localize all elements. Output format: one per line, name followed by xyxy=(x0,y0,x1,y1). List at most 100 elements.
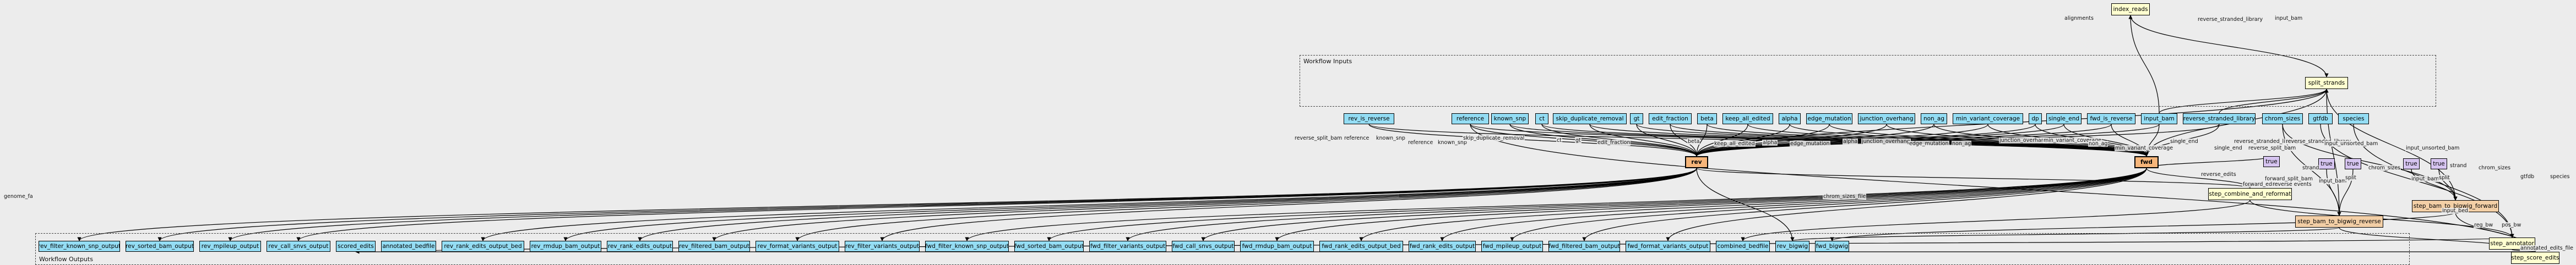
edge-32 xyxy=(1694,124,1988,157)
edge-label-min-variant-coverage-2: min_variant_coverage xyxy=(2115,145,2174,151)
input-keep-all-edited[interactable]: keep_all_edited xyxy=(1722,113,1773,124)
edge-46 xyxy=(77,168,1697,241)
step-fwd[interactable]: fwd xyxy=(2134,156,2159,168)
step-bam-to-bigwig-reverse[interactable]: step_bam_to_bigwig_reverse xyxy=(2295,216,2383,228)
input-species[interactable]: species xyxy=(2338,113,2369,124)
edge-64 xyxy=(1582,168,2147,241)
input-rev-is-reverse[interactable]: rev_is_reverse xyxy=(1344,113,1394,124)
step-combine-and-reformat[interactable]: step_combine_and_reformat xyxy=(2208,188,2292,200)
edge-label-species: species xyxy=(2550,174,2570,180)
edge-label-alpha: alpha xyxy=(1762,140,1778,146)
edge-label-gt: gt xyxy=(1575,137,1582,143)
output-combined-bedfile[interactable]: combined_bedfile xyxy=(1716,241,1770,252)
output-fwd-mpileup[interactable]: fwd_mpileup_output xyxy=(1481,241,1543,252)
edge-66 xyxy=(1696,168,1795,241)
edge-40 xyxy=(1694,124,2160,157)
input-input-bam[interactable]: input_bam xyxy=(2141,113,2177,124)
input-gt[interactable]: gt xyxy=(1630,113,1643,124)
output-fwd-format-variants[interactable]: fwd_format_variants_output xyxy=(1626,241,1710,252)
edge-73 xyxy=(2282,124,2458,201)
output-fwd-rmdup-bam[interactable]: fwd_rmdup_bam_output xyxy=(1240,241,1314,252)
workflow-outputs-label: Workflow Outputs xyxy=(39,256,93,263)
edge-74 xyxy=(2326,169,2341,216)
output-fwd-rank-edits[interactable]: fwd_rank_edits_output xyxy=(1409,241,1476,252)
edge-49 xyxy=(296,168,1697,241)
input-fwd-is-reverse[interactable]: fwd_is_reverse xyxy=(2087,113,2135,124)
edge-label-edit-fraction: edit_fraction xyxy=(1597,140,1631,146)
input-gtfdb[interactable]: gtfdb xyxy=(2308,113,2333,124)
input-dp[interactable]: dp xyxy=(2029,113,2042,124)
output-fwd-bigwig[interactable]: fwd_bigwig xyxy=(1815,241,1849,252)
input-edit-fraction[interactable]: edit_fraction xyxy=(1649,113,1692,124)
output-rev-filtered-bam[interactable]: rev_filtered_bam_output xyxy=(678,241,750,252)
output-rev-sorted-bam[interactable]: rev_sorted_bam_output xyxy=(126,241,194,252)
constant-true-1: true xyxy=(2263,156,2280,167)
constant-true-2: true xyxy=(2318,158,2335,169)
edge-53 xyxy=(712,168,1697,241)
output-fwd-filtered-bam[interactable]: fwd_filtered_bam_output xyxy=(1548,241,1620,252)
edge-label-reverse-split-bam-2: reverse_split_bam xyxy=(2248,145,2297,151)
edge-60 xyxy=(1275,168,2147,241)
workflow-inputs-cluster: Workflow Inputs xyxy=(1300,55,2436,107)
edge-label-input-unsorted-bam-2: input_unsorted_bam xyxy=(2405,145,2460,151)
output-rev-format-variants[interactable]: rev_format_variants_output xyxy=(756,241,839,252)
output-rev-rmdup-bam[interactable]: rev_rmdup_bam_output xyxy=(530,241,601,252)
edge-label-input-bam-top: input_bam xyxy=(2274,15,2303,21)
output-fwd-sorted-bam[interactable]: fwd_sorted_bam_output xyxy=(1014,241,1084,252)
step-score-edits[interactable]: step_score_edits xyxy=(2511,252,2559,264)
edge-label-reference-2: reference xyxy=(1407,140,1434,146)
output-rev-rank-edits[interactable]: rev_rank_edits_output xyxy=(607,241,673,252)
input-single-end[interactable]: single_end xyxy=(2046,113,2082,124)
edge-18 xyxy=(1670,124,1699,157)
output-scored-edits[interactable]: scored_edits xyxy=(336,241,376,252)
edge-30 xyxy=(1694,124,1934,157)
edge-2 xyxy=(2159,89,2329,114)
edge-label-alignments: alignments xyxy=(2064,15,2094,21)
edge-label-single-end-2: single_end xyxy=(2214,145,2243,151)
input-edge-mutation[interactable]: edge_mutation xyxy=(1806,113,1852,124)
input-reference[interactable]: reference xyxy=(1452,113,1489,124)
output-rev-rank-edits-bed[interactable]: rev_rank_edits_output_bed xyxy=(442,241,524,252)
edge-77 xyxy=(2438,169,2458,201)
output-rev-bigwig[interactable]: rev_bigwig xyxy=(1775,241,1809,252)
edge-label-skip-duplicate-removal: skip_duplicate_removal xyxy=(1463,135,1525,141)
edge-label-chrom-sizes-file: chrom_sizes_file xyxy=(1823,194,1867,200)
edge-56 xyxy=(965,168,2147,241)
output-fwd-call-snvs[interactable]: fwd_call_snvs_output xyxy=(1172,241,1235,252)
step-index-reads[interactable]: index_reads xyxy=(2111,3,2150,15)
output-fwd-filter-known-snp[interactable]: fwd_filter_known_snp_output xyxy=(925,241,1009,252)
edge-41 xyxy=(2144,124,2160,157)
edge-65 xyxy=(1666,168,2147,241)
edge-63 xyxy=(1510,168,2147,241)
step-bam-to-bigwig-forward[interactable]: step_bam_to_bigwig_forward xyxy=(2412,200,2499,212)
input-chrom-sizes[interactable]: chrom_sizes xyxy=(2262,113,2303,124)
input-skip-duplicate-removal[interactable]: skip_duplicate_removal xyxy=(1553,113,1627,124)
output-annotated-bedfile[interactable]: annotated_bedfile xyxy=(381,241,436,252)
edge-14 xyxy=(1589,124,1699,157)
step-rev[interactable]: rev xyxy=(1685,156,1708,168)
step-split-strands[interactable]: split_strands xyxy=(2305,77,2348,89)
output-fwd-filter-variants[interactable]: fwd_filter_variants_output xyxy=(1089,241,1166,252)
input-reverse-stranded-library[interactable]: reverse_stranded_library xyxy=(2183,113,2256,124)
input-junction-overhang[interactable]: junction_overhang xyxy=(1858,113,1915,124)
input-beta[interactable]: beta xyxy=(1697,113,1717,124)
edge-39 xyxy=(2111,124,2149,157)
edge-label-strand-1: strand xyxy=(2302,165,2320,171)
output-rev-filter-known-snp[interactable]: rev_filter_known_snp_output xyxy=(39,241,120,252)
input-non-ag[interactable]: non_ag xyxy=(1921,113,1947,124)
edge-label-junction-overhang: junction_overhang xyxy=(1861,139,1911,145)
input-min-variant-coverage[interactable]: min_variant_coverage xyxy=(1953,113,2023,124)
output-rev-call-snvs[interactable]: rev_call_snvs_output xyxy=(267,241,330,252)
output-rev-filter-variants[interactable]: rev_filter_variants_output xyxy=(845,241,920,252)
input-known-snp[interactable]: known_snp xyxy=(1491,113,1529,124)
output-rev-mpileup[interactable]: rev_mpileup_output xyxy=(199,241,261,252)
edge-label-split-2: split xyxy=(2438,175,2450,181)
edge-6 xyxy=(1368,124,1699,157)
edge-0 xyxy=(2128,15,2160,114)
input-alpha[interactable]: alpha xyxy=(1779,113,1801,124)
output-fwd-rank-edits-bed[interactable]: fwd_rank_edits_output_bed xyxy=(1319,241,1403,252)
workflow-inputs-label: Workflow Inputs xyxy=(1303,58,1352,65)
edge-label-edge-mutation-2: edge_mutation xyxy=(1909,141,1949,147)
input-ct[interactable]: ct xyxy=(1535,113,1548,124)
edge-label-genome-fa: genome_fa xyxy=(3,194,34,200)
